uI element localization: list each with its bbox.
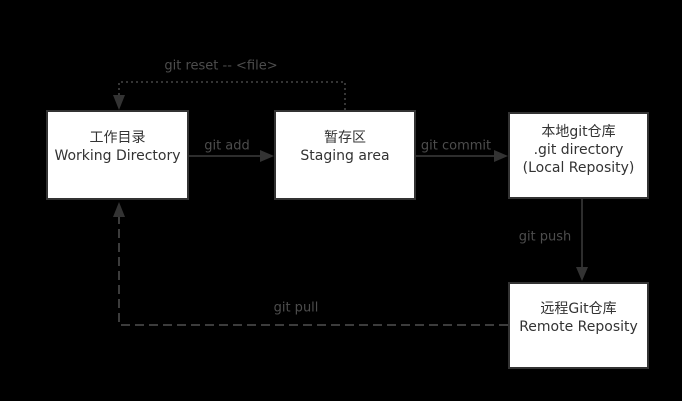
node-label-en2: (Local Reposity) [522, 159, 635, 176]
node-label-zh: 远程Git仓库 [540, 300, 617, 317]
edge-label-git-pull: git pull [273, 300, 319, 316]
node-label-zh: 本地git仓库 [541, 123, 616, 140]
node-staging-area: 暂存区 Staging area [274, 110, 416, 200]
node-remote-repository: 远程Git仓库 Remote Reposity [508, 282, 649, 369]
node-label-en: Working Directory [54, 148, 181, 164]
edge-label-git-push: git push [518, 229, 572, 245]
arrowhead-up-icon [113, 202, 125, 217]
arrowhead-right-icon [494, 150, 508, 162]
arrowhead-down-icon [113, 95, 125, 110]
git-reset-arrow [113, 81, 346, 110]
node-label-zh: 暂存区 [324, 130, 366, 146]
git-push-arrow [576, 199, 588, 281]
node-local-repository: 本地git仓库 .git directory (Local Reposity) [508, 112, 649, 199]
node-working-directory: 工作目录 Working Directory [46, 110, 189, 200]
arrowhead-right-icon [260, 150, 274, 162]
node-label-zh: 工作目录 [89, 130, 146, 146]
node-label-en: .git directory [533, 141, 624, 158]
arrowhead-down-icon [576, 267, 588, 281]
edge-label-git-reset: git reset -- <file> [164, 58, 278, 74]
edge-label-git-commit: git commit [420, 138, 492, 154]
node-label-en: Remote Reposity [519, 318, 638, 335]
edge-label-git-add: git add [204, 138, 250, 154]
node-label-en: Staging area [300, 148, 390, 164]
